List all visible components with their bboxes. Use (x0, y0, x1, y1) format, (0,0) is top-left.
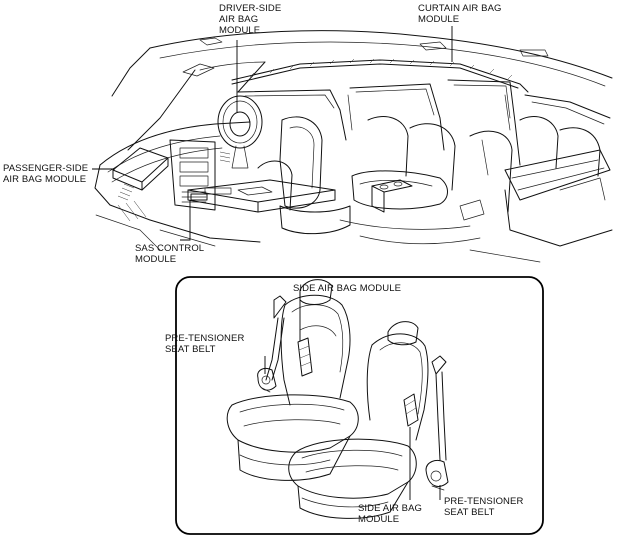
seat-detail-drawing (226, 279, 449, 519)
curtain-airbag-label: CURTAIN AIR BAG MODULE (418, 3, 502, 25)
pretensioner-left-label: PRE-TENSIONER SEAT BELT (165, 333, 245, 355)
pretensioner-right-label: PRE-TENSIONER SEAT BELT (444, 496, 524, 518)
side-airbag-top-label: SIDE AIR BAG MODULE (293, 283, 402, 294)
passenger-side-airbag-label: PASSENGER-SIDE AIR BAG MODULE (3, 163, 89, 185)
side-airbag-bottom-label: SIDE AIR BAG MODULE (358, 503, 423, 525)
seat-detail-frame (175, 276, 544, 535)
leader-sas-control (180, 200, 191, 241)
passenger-airbag-module-shape (112, 147, 169, 191)
sas-control-module-label: SAS CONTROL MODULE (135, 243, 205, 265)
center-console-shape (187, 179, 336, 213)
steering-wheel-shape (217, 95, 263, 169)
vehicle-interior-drawing (94, 30, 613, 263)
driver-side-airbag-label: DRIVER-SIDE AIR BAG MODULE (219, 3, 282, 36)
